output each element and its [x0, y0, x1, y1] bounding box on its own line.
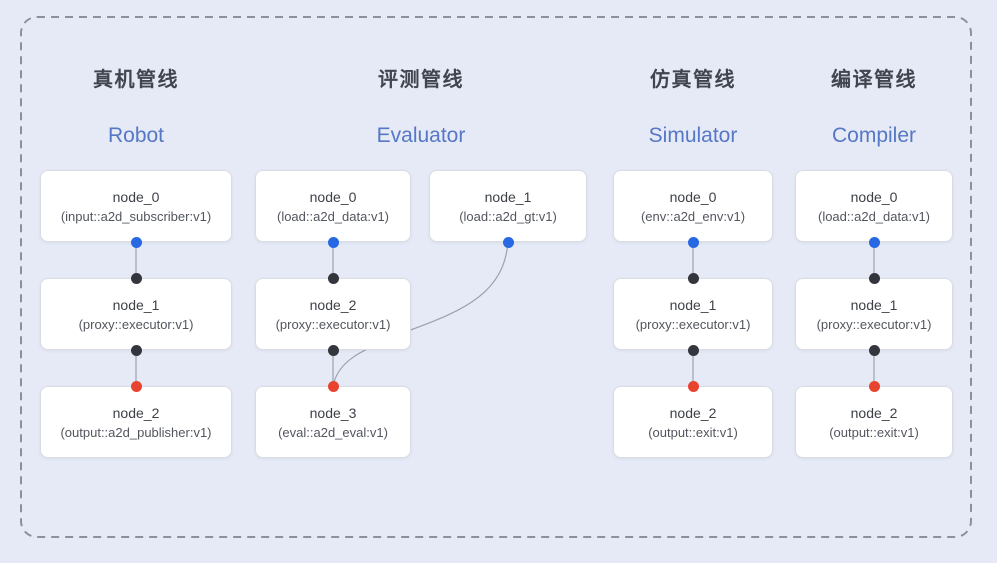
evaluator-node-0-box: node_0(load::a2d_data:v1) — [255, 170, 411, 242]
node-label: node_3 — [309, 404, 357, 421]
node-label: node_2 — [309, 296, 357, 313]
out-port-dot — [327, 236, 339, 248]
node-label: node_1 — [112, 296, 160, 313]
robot-node-2-box: node_2(output::a2d_publisher:v1) — [40, 386, 232, 458]
node-type: (output::exit:v1) — [829, 424, 919, 440]
node-label: node_1 — [669, 296, 717, 313]
in-port-dot — [130, 380, 142, 392]
simulator-node-0-box: node_0(env::a2d_env:v1) — [613, 170, 773, 242]
node-type: (load::a2d_data:v1) — [276, 208, 390, 224]
in-port-dot — [327, 272, 339, 284]
node-label: node_0 — [309, 188, 357, 205]
simulator-node-1-box: node_1(proxy::executor:v1) — [613, 278, 773, 350]
node-type: (load::a2d_data:v1) — [817, 208, 931, 224]
in-port-dot — [868, 380, 880, 392]
node-type: (env::a2d_env:v1) — [640, 208, 746, 224]
node-type: (eval::a2d_eval:v1) — [278, 424, 388, 440]
compiler-node-1-box: node_1(proxy::executor:v1) — [795, 278, 953, 350]
out-port-dot — [868, 236, 880, 248]
in-port-dot — [868, 272, 880, 284]
in-port-dot — [327, 380, 339, 392]
pipeline-title-cn-simulator: 仿真管线 — [650, 69, 736, 91]
compiler-node-0-box: node_0(load::a2d_data:v1) — [795, 170, 953, 242]
pipeline-title-en-compiler: Compiler — [831, 124, 917, 147]
node-type: (output::a2d_publisher:v1) — [60, 424, 212, 440]
evaluator-node-3-box: node_3(eval::a2d_eval:v1) — [255, 386, 411, 458]
out-port-dot — [687, 236, 699, 248]
compiler-node-2-box: node_2(output::exit:v1) — [795, 386, 953, 458]
node-label: node_0 — [850, 188, 898, 205]
node-type: (proxy::executor:v1) — [275, 316, 391, 332]
out-port-dot — [130, 236, 142, 248]
out-port-dot — [130, 344, 142, 356]
node-type: (output::exit:v1) — [648, 424, 738, 440]
node-type: (proxy::executor:v1) — [78, 316, 194, 332]
in-port-dot — [687, 272, 699, 284]
evaluator-node-1-box: node_1(load::a2d_gt:v1) — [429, 170, 587, 242]
out-port-dot — [327, 344, 339, 356]
in-port-dot — [687, 380, 699, 392]
pipeline-title-cn-robot: 真机管线 — [93, 69, 179, 91]
out-port-dot — [687, 344, 699, 356]
pipeline-title-en-robot: Robot — [107, 124, 165, 147]
simulator-node-2-box: node_2(output::exit:v1) — [613, 386, 773, 458]
node-label: node_2 — [850, 404, 898, 421]
node-label: node_0 — [112, 188, 160, 205]
pipeline-title-cn-compiler: 编译管线 — [831, 69, 917, 91]
node-label: node_1 — [484, 188, 532, 205]
in-port-dot — [130, 272, 142, 284]
node-type: (proxy::executor:v1) — [635, 316, 751, 332]
evaluator-node-2-box: node_2(proxy::executor:v1) — [255, 278, 411, 350]
robot-node-0-box: node_0(input::a2d_subscriber:v1) — [40, 170, 232, 242]
out-port-dot — [502, 236, 514, 248]
node-type: (proxy::executor:v1) — [816, 316, 932, 332]
pipeline-title-en-simulator: Simulator — [648, 124, 738, 147]
node-label: node_2 — [669, 404, 717, 421]
pipeline-title-en-evaluator: Evaluator — [376, 124, 466, 147]
node-type: (load::a2d_gt:v1) — [459, 208, 557, 224]
node-label: node_2 — [112, 404, 160, 421]
robot-node-1-box: node_1(proxy::executor:v1) — [40, 278, 232, 350]
node-type: (input::a2d_subscriber:v1) — [60, 208, 212, 224]
node-label: node_0 — [669, 188, 717, 205]
node-label: node_1 — [850, 296, 898, 313]
out-port-dot — [868, 344, 880, 356]
pipeline-title-cn-evaluator: 评测管线 — [378, 69, 464, 91]
